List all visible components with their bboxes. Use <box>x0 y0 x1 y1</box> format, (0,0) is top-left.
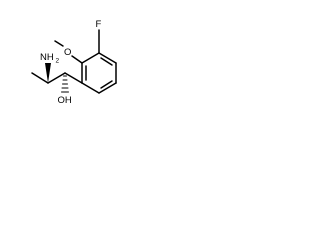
wedge-bond-nh2 <box>45 63 51 83</box>
hashed-bond-oh <box>61 75 69 93</box>
ring-to-carbinol-bond <box>64 72 83 84</box>
methyl-bond <box>31 72 49 84</box>
ring-bond-4 <box>98 82 117 94</box>
hydroxyl-label: OH <box>58 95 72 106</box>
ring-bond-5 <box>81 82 100 94</box>
methoxy-o-bond <box>71 55 83 64</box>
methoxy-oxygen-label: O <box>64 47 71 58</box>
ring-double-bond-2 <box>100 80 113 89</box>
amine-subscript: 2 <box>56 58 60 65</box>
ring-bond-1 <box>81 52 100 64</box>
chemical-structure: F O NH 2 OH <box>31 19 117 106</box>
carbinol-to-amine-carbon-bond <box>47 72 66 84</box>
bonds <box>31 29 117 94</box>
methoxy-methyl-bond <box>54 40 64 47</box>
ring-bond-2 <box>98 52 117 64</box>
ring-double-bond-1 <box>100 57 113 66</box>
amine-label: NH <box>40 52 54 63</box>
fluorine-label: F <box>96 19 102 30</box>
